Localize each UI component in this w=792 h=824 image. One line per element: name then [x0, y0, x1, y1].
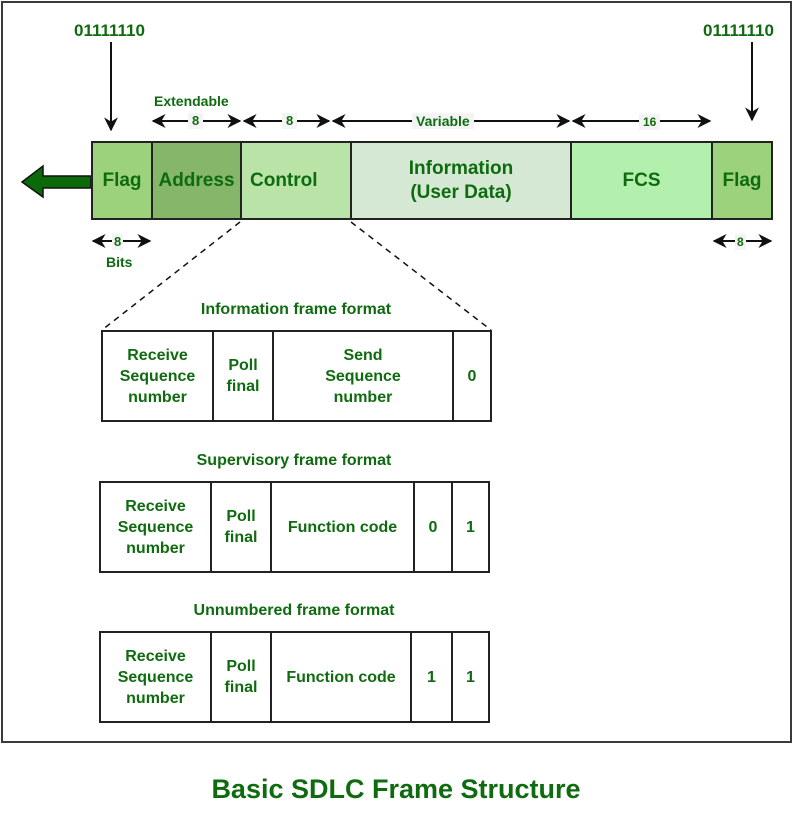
- field-information-label: Information (User Data): [408, 157, 514, 203]
- information-frame-cell-send-seq: Send Sequence number: [274, 332, 454, 420]
- fcs-size-label: 16: [639, 114, 661, 130]
- transmission-direction-arrow: [20, 164, 92, 199]
- information-frame-cell-poll-final: Poll final: [214, 332, 274, 420]
- unnumbered-frame-cell-bit-2: 1: [466, 668, 475, 686]
- supervisory-frame-title: Supervisory frame format: [196, 452, 392, 469]
- information-frame-cell-bit: 0: [467, 367, 477, 385]
- diagram-caption: Basic SDLC Frame Structure: [211, 774, 581, 804]
- flag-end-bit-pattern: 01111110: [703, 21, 774, 40]
- field-flag-end: Flag: [711, 141, 773, 220]
- supervisory-frame-table: Receive Sequence number Poll final Funct…: [99, 481, 490, 573]
- information-frame-cell-receive-seq: Receive Sequence number: [103, 332, 214, 420]
- control-size-label: 8: [282, 113, 298, 129]
- flag-start-unit-label: Bits: [106, 254, 133, 270]
- unnumbered-frame-cell-bit-1: 1: [412, 633, 453, 721]
- information-frame-title: Information frame format: [200, 301, 392, 318]
- field-flag-start: Flag: [91, 141, 153, 220]
- supervisory-frame-cell-receive-seq: Receive Sequence number: [101, 483, 212, 571]
- field-fcs: FCS: [570, 141, 713, 220]
- information-frame-table: Receive Sequence number Poll final Send …: [101, 330, 492, 422]
- address-size-label: 8: [188, 113, 204, 129]
- supervisory-frame-cell-bit-2: 1: [466, 518, 475, 536]
- field-control: Control: [240, 141, 352, 220]
- field-flag-end-label: Flag: [722, 169, 762, 191]
- flag-start-size-label: 8: [112, 234, 124, 250]
- extendable-label: Extendable: [154, 93, 229, 109]
- supervisory-frame-cell-function-code: Function code: [272, 483, 415, 571]
- unnumbered-frame-table: Receive Sequence number Poll final Funct…: [99, 631, 490, 723]
- flag-start-bit-pattern: 01111110: [74, 21, 145, 40]
- unnumbered-frame-title: Unnumbered frame format: [193, 602, 395, 619]
- field-flag-start-label: Flag: [102, 169, 142, 191]
- unnumbered-frame-cell-poll-final: Poll final: [212, 633, 272, 721]
- field-control-label: Control: [250, 169, 318, 191]
- diagram-border: [1, 1, 792, 743]
- field-information: Information (User Data): [350, 141, 572, 220]
- unnumbered-frame-cell-function-code: Function code: [272, 633, 412, 721]
- flag-end-size-label: 8: [735, 234, 746, 250]
- information-size-label: Variable: [412, 113, 474, 129]
- supervisory-frame-cell-poll-final: Poll final: [212, 483, 272, 571]
- control-expansion-line-right: [350, 221, 492, 331]
- supervisory-frame-cell-bit-1: 0: [415, 483, 453, 571]
- control-expansion-line-left: [101, 221, 241, 331]
- field-fcs-label: FCS: [622, 169, 661, 191]
- field-address: Address: [151, 141, 242, 220]
- unnumbered-frame-cell-receive-seq: Receive Sequence number: [101, 633, 212, 721]
- field-address-label: Address: [158, 169, 235, 191]
